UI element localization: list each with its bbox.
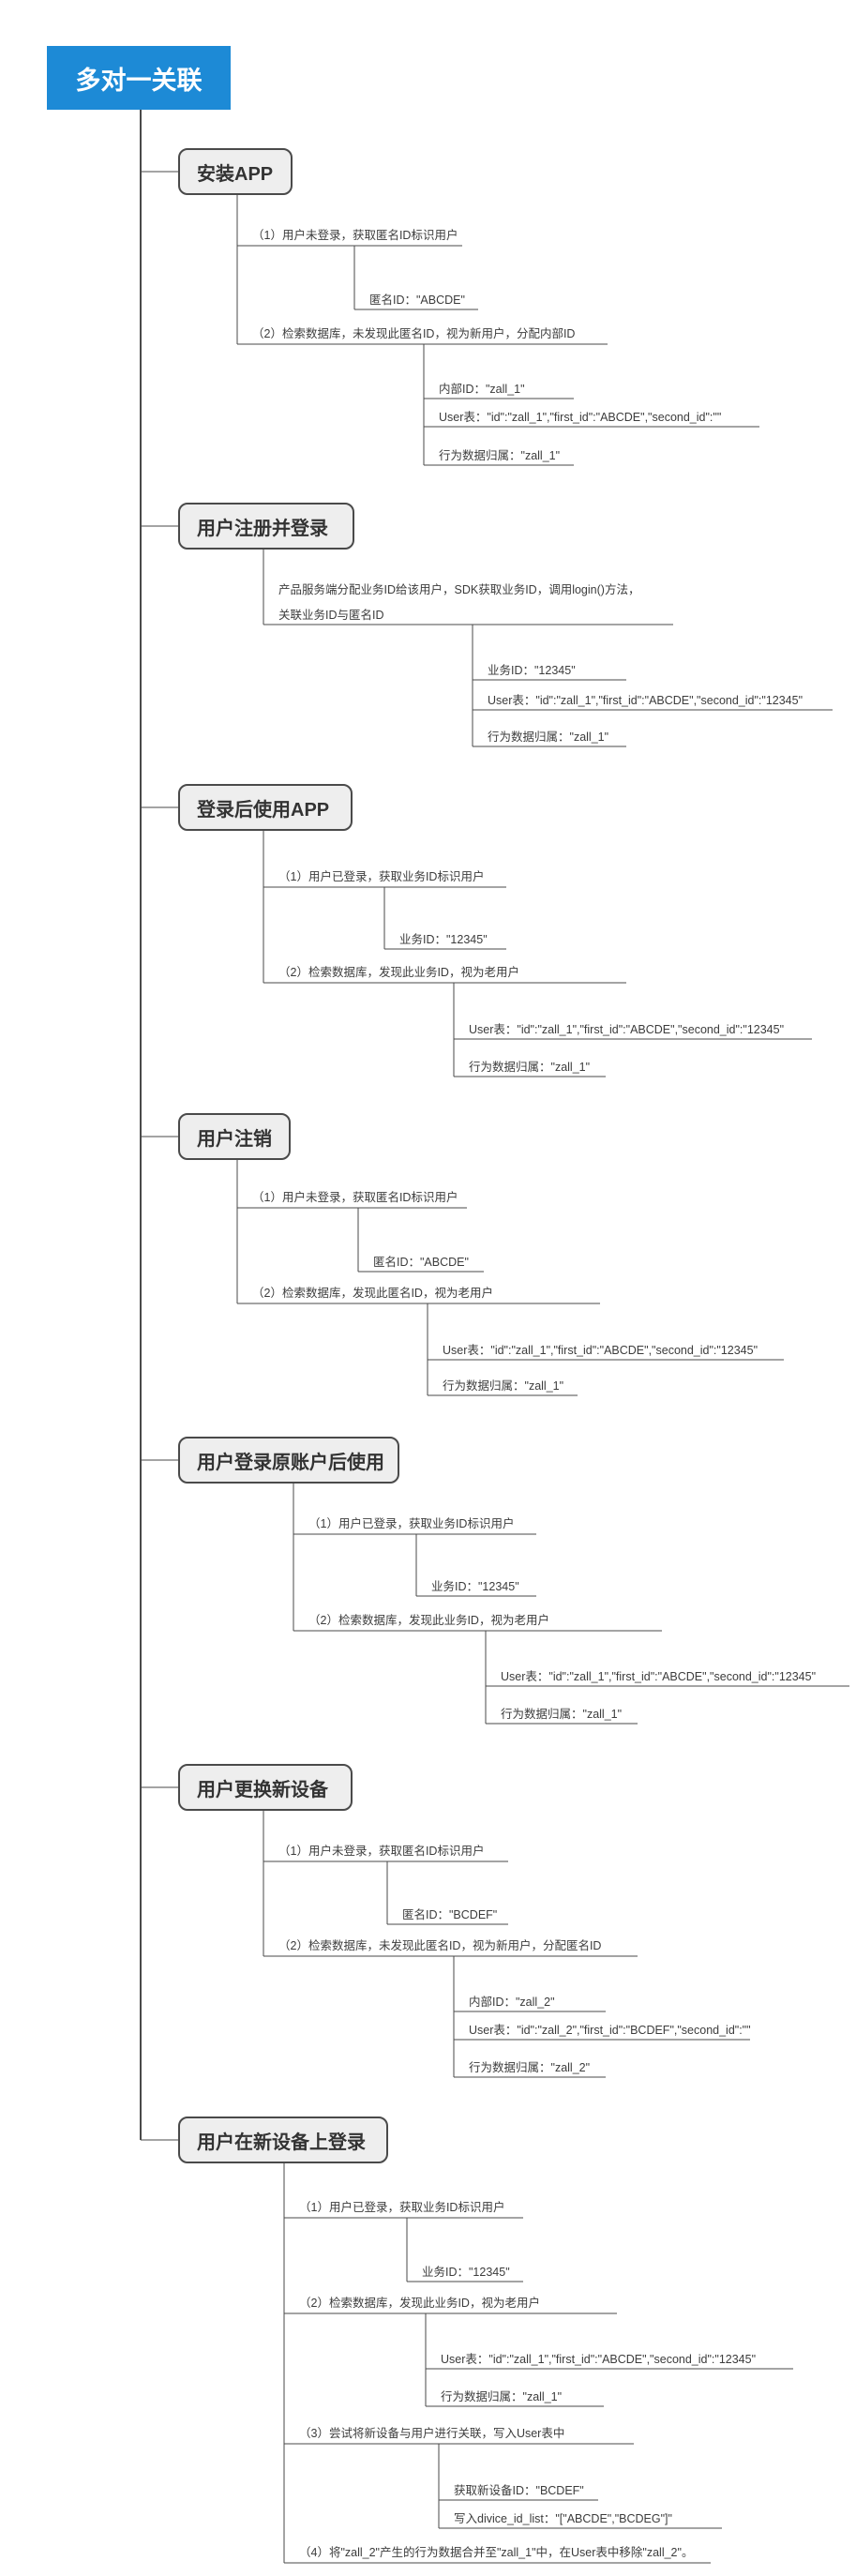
item-text[interactable]: （2）检索数据库，发现此业务ID，视为老用户 (299, 2297, 540, 2310)
section-node-1[interactable]: 安装APP (178, 148, 293, 195)
child-leaf[interactable]: 业务ID："12345" (488, 664, 576, 677)
child-leaf[interactable]: 行为数据归属："zall_2" (469, 2061, 591, 2074)
child-leaf[interactable]: 行为数据归属："zall_1" (488, 731, 609, 744)
child-leaf[interactable]: 内部ID："zall_1" (439, 383, 525, 396)
section-node-6[interactable]: 用户更换新设备 (178, 1764, 353, 1811)
item-text[interactable]: （3）尝试将新设备与用户进行关联，写入User表中 (299, 2427, 565, 2440)
child-leaf[interactable]: 行为数据归属："zall_1" (469, 1061, 591, 1074)
child-leaf[interactable]: 行为数据归属："zall_1" (441, 2390, 563, 2403)
child-leaf[interactable]: 匿名ID："ABCDE" (373, 1256, 469, 1269)
item-text[interactable]: （2）检索数据库，未发现此匿名ID，视为新用户，分配匿名ID (278, 1939, 602, 1952)
item-text[interactable]: （1）用户已登录，获取业务ID标识用户 (299, 2201, 505, 2214)
child-leaf[interactable]: User表："id":"zall_1","first_id":"ABCDE","… (443, 1344, 758, 1357)
item-text[interactable]: （1）用户未登录，获取匿名ID标识用户 (278, 1845, 485, 1858)
section-node-7[interactable]: 用户在新设备上登录 (178, 2117, 388, 2163)
item-text[interactable]: （1）用户已登录，获取业务ID标识用户 (308, 1517, 515, 1530)
child-leaf[interactable]: User表："id":"zall_1","first_id":"ABCDE","… (469, 1023, 785, 1036)
item-text[interactable]: （4）将"zall_2"产生的行为数据合并至"zall_1"中，在User表中移… (299, 2546, 694, 2559)
child-leaf[interactable]: 行为数据归属："zall_1" (443, 1379, 564, 1393)
item-text[interactable]: （2）检索数据库，未发现此匿名ID，视为新用户，分配内部ID (252, 327, 576, 340)
child-leaf[interactable]: 业务ID："12345" (422, 2266, 510, 2279)
child-leaf[interactable]: 写入divice_id_list："["ABCDE","BCDEG"]" (454, 2512, 672, 2525)
item-text[interactable]: 关联业务ID与匿名ID (278, 609, 384, 622)
child-leaf[interactable]: User表："id":"zall_1","first_id":"ABCDE","… (439, 411, 722, 424)
item-text[interactable]: （2）检索数据库，发现此业务ID，视为老用户 (308, 1614, 549, 1627)
child-leaf[interactable]: 获取新设备ID："BCDEF" (454, 2484, 584, 2497)
item-text[interactable]: 产品服务端分配业务ID给该用户，SDK获取业务ID，调用login()方法， (278, 583, 640, 596)
child-leaf[interactable]: 内部ID："zall_2" (469, 1996, 555, 2009)
section-node-2[interactable]: 用户注册并登录 (178, 503, 354, 550)
child-leaf[interactable]: User表："id":"zall_1","first_id":"ABCDE","… (441, 2353, 757, 2366)
item-text[interactable]: （1）用户已登录，获取业务ID标识用户 (278, 870, 485, 883)
child-leaf[interactable]: 业务ID："12345" (399, 933, 488, 946)
section-node-3[interactable]: 登录后使用APP (178, 784, 353, 831)
child-leaf[interactable]: User表："id":"zall_2","first_id":"BCDEF","… (469, 2024, 751, 2037)
root-title[interactable]: 多对一关联 (47, 46, 231, 110)
child-leaf[interactable]: 行为数据归属："zall_1" (439, 449, 561, 462)
item-text[interactable]: （2）检索数据库，发现此匿名ID，视为老用户 (252, 1287, 493, 1300)
item-text[interactable]: （1）用户未登录，获取匿名ID标识用户 (252, 229, 458, 242)
child-leaf[interactable]: 行为数据归属："zall_1" (501, 1708, 623, 1721)
child-leaf[interactable]: User表："id":"zall_1","first_id":"ABCDE","… (501, 1670, 817, 1683)
child-leaf[interactable]: 业务ID："12345" (431, 1580, 519, 1593)
child-leaf[interactable]: 匿名ID："BCDEF" (402, 1908, 498, 1921)
section-node-5[interactable]: 用户登录原账户后使用 (178, 1437, 399, 1484)
child-leaf[interactable]: User表："id":"zall_1","first_id":"ABCDE","… (488, 694, 803, 707)
item-text[interactable]: （1）用户未登录，获取匿名ID标识用户 (252, 1191, 458, 1204)
section-node-4[interactable]: 用户注销 (178, 1113, 291, 1160)
child-leaf[interactable]: 匿名ID："ABCDE" (369, 294, 465, 307)
item-text[interactable]: （2）检索数据库，发现此业务ID，视为老用户 (278, 966, 519, 979)
